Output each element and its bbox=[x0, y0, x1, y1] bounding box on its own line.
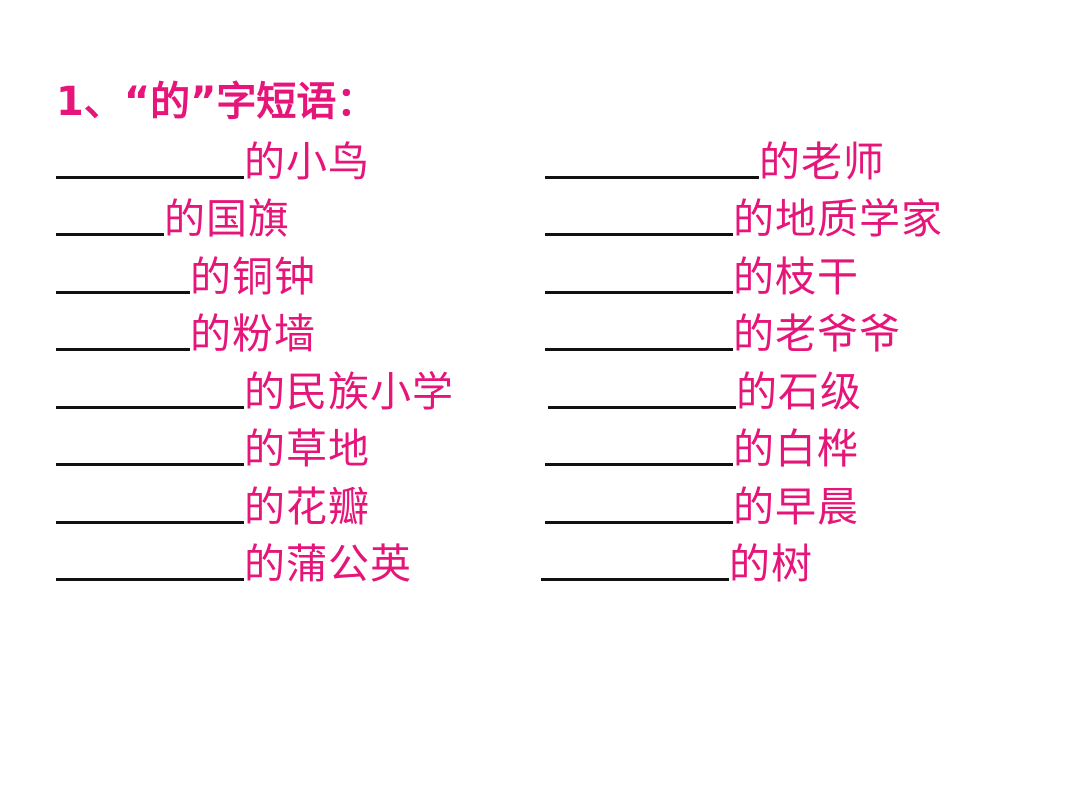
phrase-text: 的铜钟 bbox=[190, 252, 316, 301]
left-phrase-column: 的小鸟 的国旗 的铜钟 的粉墙 的民族小学 的草地 的花瓣 的蒲公英 bbox=[56, 130, 454, 590]
fill-in-blank[interactable] bbox=[56, 290, 190, 294]
fill-in-blank[interactable] bbox=[56, 520, 244, 524]
phrase-row: 的老爷爷 bbox=[545, 303, 943, 361]
fill-in-blank[interactable] bbox=[56, 233, 164, 236]
fill-in-blank[interactable] bbox=[545, 520, 733, 524]
phrase-row: 的石级 bbox=[545, 360, 943, 418]
exercise-title: 1、“的”字短语： bbox=[56, 79, 377, 125]
phrase-row: 的花瓣 bbox=[56, 475, 454, 533]
phrase-text: 的石级 bbox=[736, 367, 862, 416]
phrase-row: 的枝干 bbox=[545, 245, 943, 303]
fill-in-blank[interactable] bbox=[545, 463, 733, 466]
phrase-row: 的老师 bbox=[545, 130, 943, 188]
phrase-text: 的草地 bbox=[244, 425, 370, 473]
fill-in-blank[interactable] bbox=[545, 175, 759, 179]
phrase-text: 的早晨 bbox=[733, 482, 859, 531]
phrase-text: 的蒲公英 bbox=[244, 540, 412, 588]
fill-in-blank[interactable] bbox=[56, 405, 244, 409]
phrase-row: 的粉墙 bbox=[56, 303, 454, 361]
fill-in-blank[interactable] bbox=[56, 463, 244, 466]
phrase-text: 的白桦 bbox=[733, 425, 859, 473]
phrase-text: 的枝干 bbox=[733, 252, 859, 301]
phrase-row: 的蒲公英 bbox=[56, 533, 454, 591]
fill-in-blank[interactable] bbox=[541, 578, 729, 581]
phrase-row: 的民族小学 bbox=[56, 360, 454, 418]
fill-in-blank[interactable] bbox=[545, 348, 733, 351]
right-phrase-column: 的老师 的地质学家 的枝干 的老爷爷 的石级 的白桦 的早晨 的树 bbox=[541, 130, 943, 591]
fill-in-blank[interactable] bbox=[56, 175, 244, 179]
phrase-row: 的早晨 bbox=[545, 475, 943, 533]
fill-in-blank[interactable] bbox=[545, 290, 733, 294]
phrase-text: 的花瓣 bbox=[244, 482, 370, 531]
phrase-row: 的铜钟 bbox=[56, 245, 454, 303]
phrase-row: 的草地 bbox=[56, 418, 454, 476]
phrase-text: 的老师 bbox=[759, 137, 885, 186]
fill-in-blank[interactable] bbox=[548, 405, 736, 409]
phrase-text: 的地质学家 bbox=[733, 195, 943, 243]
phrase-row: 的地质学家 bbox=[545, 188, 943, 246]
phrase-row: 的国旗 bbox=[56, 188, 454, 246]
fill-in-blank[interactable] bbox=[56, 348, 190, 351]
phrase-text: 的民族小学 bbox=[244, 367, 454, 416]
phrase-row: 的树 bbox=[541, 533, 943, 591]
phrase-text: 的老爷爷 bbox=[733, 310, 901, 358]
phrase-text: 的国旗 bbox=[164, 195, 290, 243]
phrase-row: 的白桦 bbox=[545, 418, 943, 476]
fill-in-blank[interactable] bbox=[545, 233, 733, 236]
phrase-text: 的粉墙 bbox=[190, 310, 316, 358]
phrase-row: 的小鸟 bbox=[56, 130, 454, 188]
phrase-text: 的小鸟 bbox=[244, 137, 370, 186]
phrase-text: 的树 bbox=[729, 540, 813, 588]
fill-in-blank[interactable] bbox=[56, 578, 244, 581]
